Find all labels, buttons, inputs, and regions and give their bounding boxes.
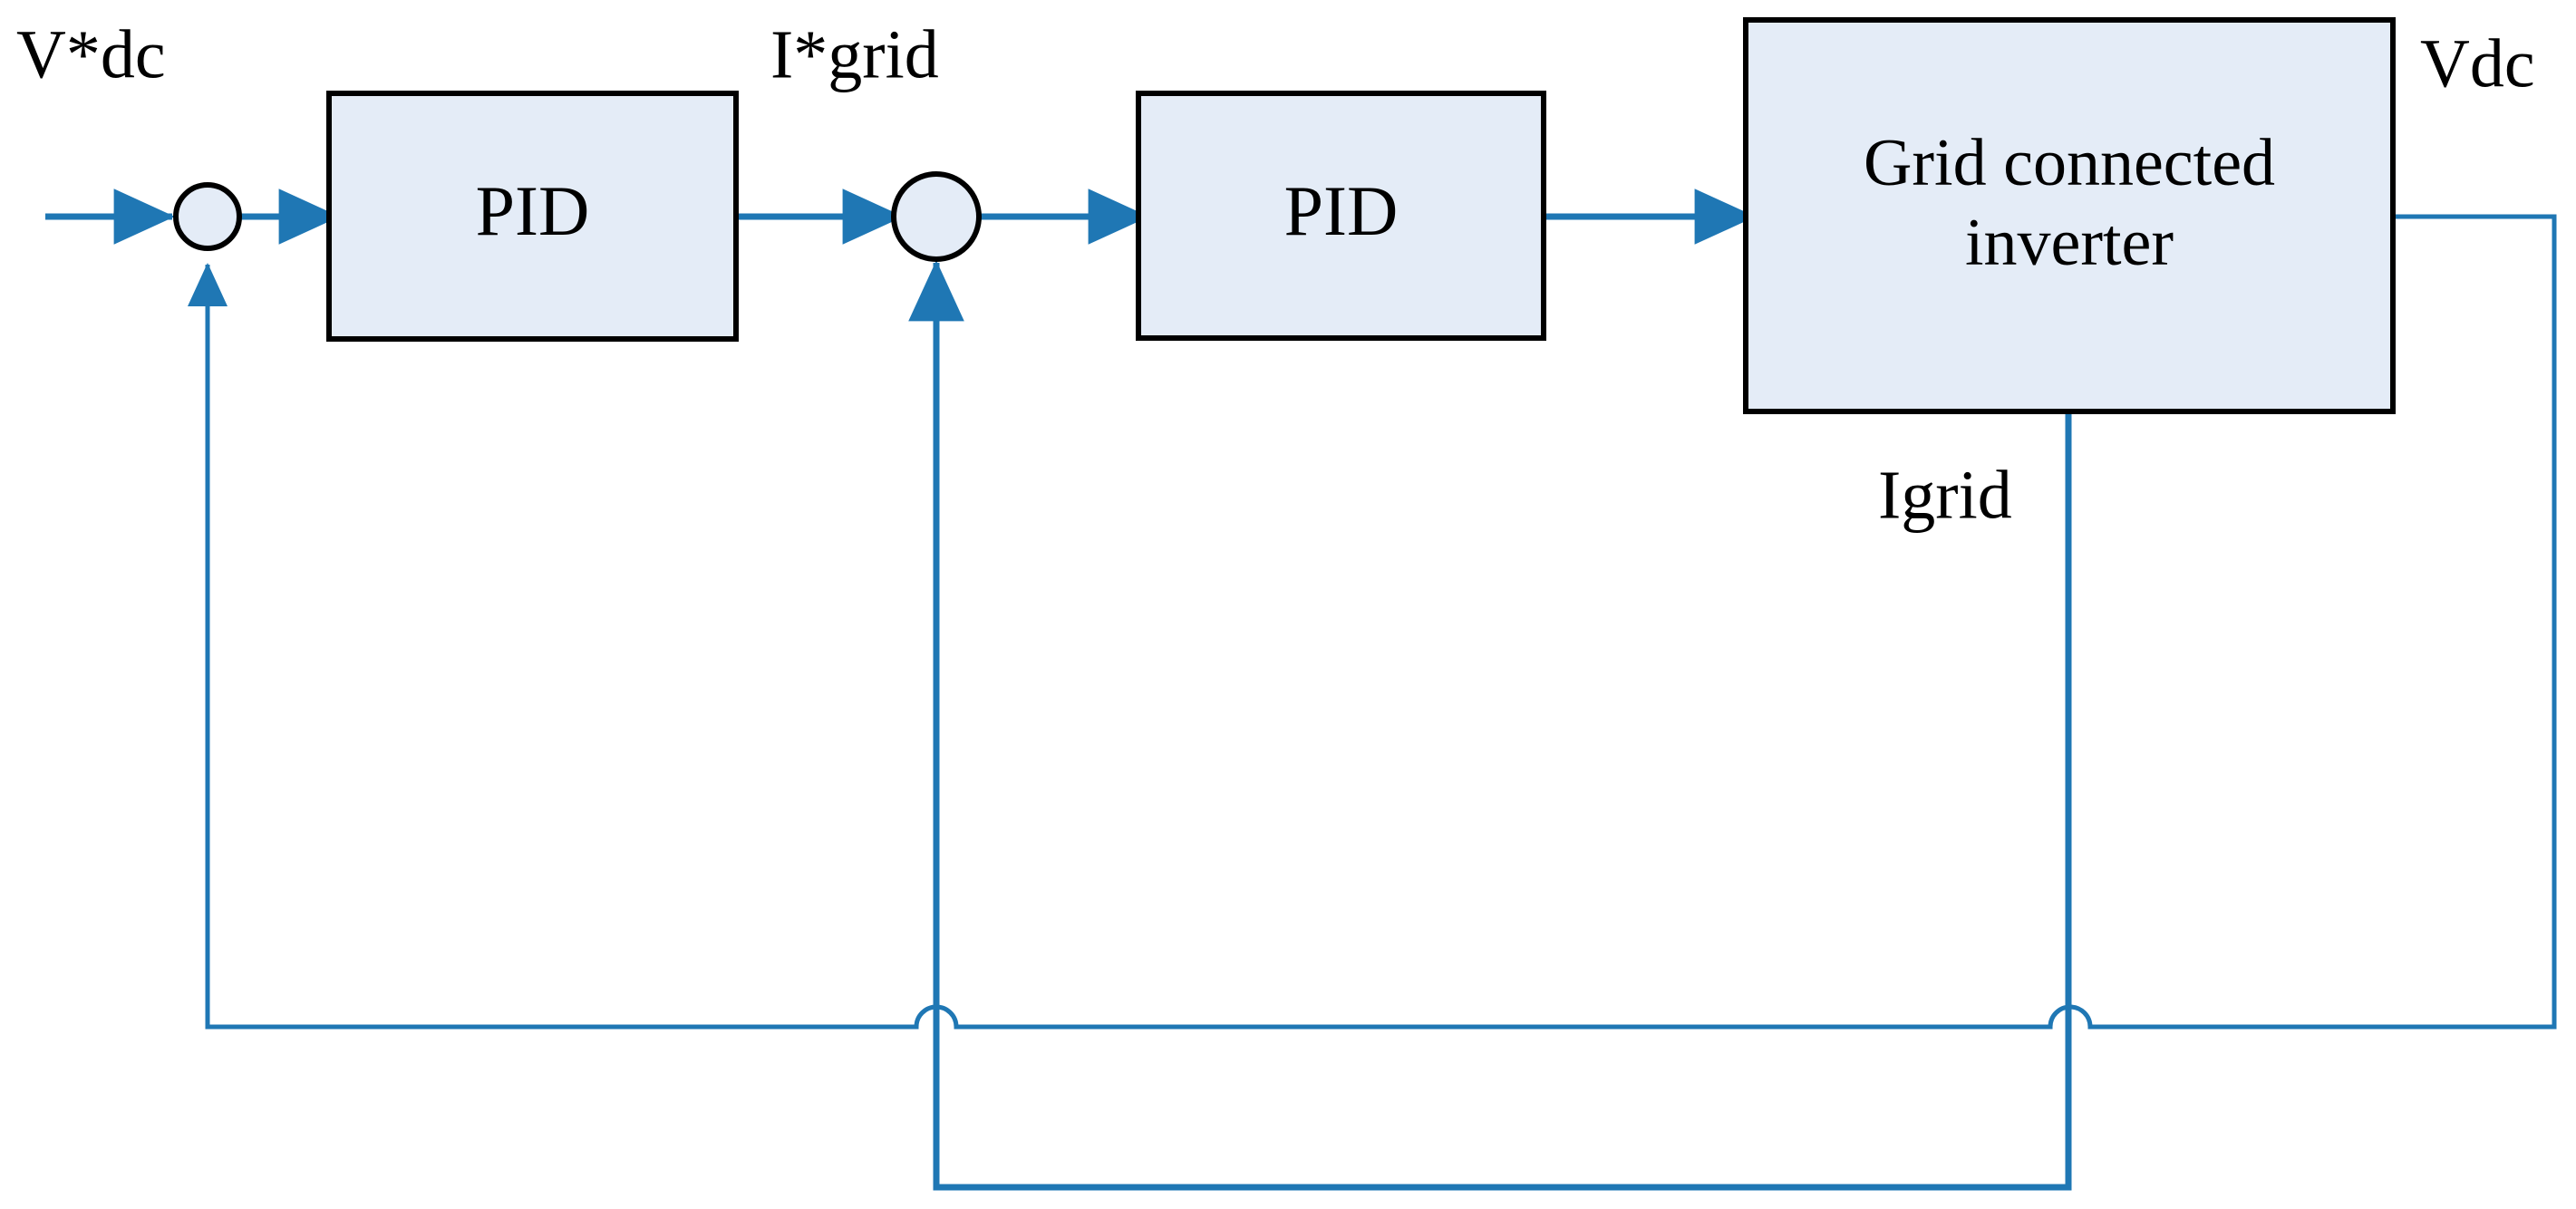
vdc-feedback-wire <box>188 214 2557 1030</box>
sum-voltage-circle[interactable] <box>173 182 242 251</box>
inverter-label-line2: inverter <box>1965 206 2174 280</box>
block-pid-outer[interactable]: PID <box>326 91 739 342</box>
summing-junction-voltage[interactable] <box>173 182 242 251</box>
inverter-box[interactable] <box>1743 17 2396 414</box>
label-vdc-output: Vdc <box>2420 25 2535 102</box>
connection-igrid-feedback <box>908 260 2072 1191</box>
inverter-label-line1: Grid connected <box>1864 126 2275 200</box>
label-igrid-reference: I*grid <box>770 16 939 92</box>
pid-outer-box[interactable] <box>326 91 739 342</box>
summing-junction-current[interactable] <box>891 171 982 262</box>
pid-outer-label: PID <box>476 171 590 250</box>
block-pid-inner[interactable]: PID <box>1136 91 1546 341</box>
sum-current-circle[interactable] <box>891 171 982 262</box>
label-igrid-feedback: Igrid <box>1878 457 2012 533</box>
label-vdc-reference: V*dc <box>16 16 166 92</box>
pid-inner-label: PID <box>1284 171 1399 250</box>
pid-inner-box[interactable] <box>1136 91 1546 341</box>
connection-vdc-feedback <box>188 214 2557 1030</box>
igrid-feedback-wire <box>908 260 2072 1191</box>
block-grid-connected-inverter[interactable]: Grid connected inverter <box>1743 17 2396 414</box>
